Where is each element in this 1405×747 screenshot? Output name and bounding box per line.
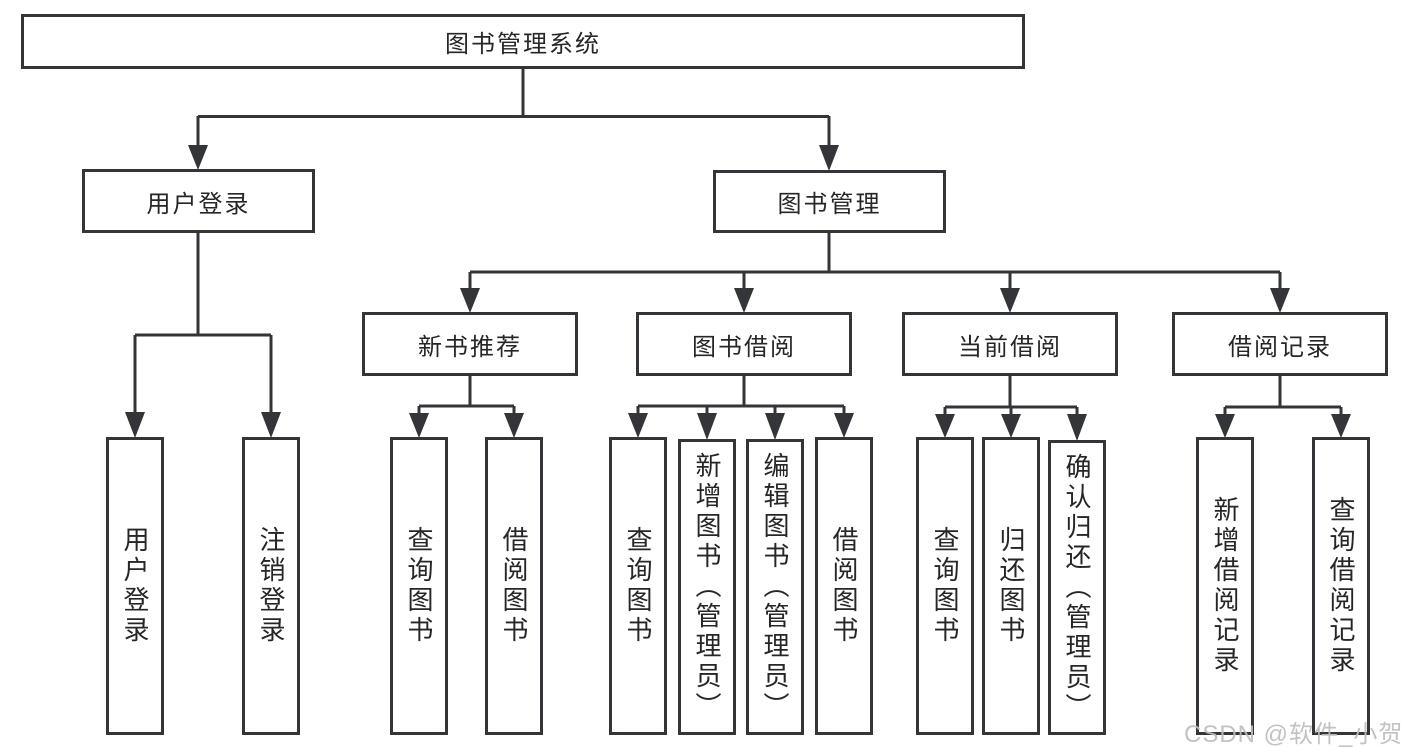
node-new-book-recommend: 新书推荐 xyxy=(362,312,578,376)
leaf-rec-borrow-books-label: 借阅图书 xyxy=(499,526,529,646)
node-book-management-label: 图书管理 xyxy=(777,191,882,218)
leaf-rec-borrow-books: 借阅图书 xyxy=(485,437,543,735)
leaf-cb-confirm-return-label: 确认归还（管理员） xyxy=(1062,452,1092,723)
leaf-br-query-record-label: 查询借阅记录 xyxy=(1326,496,1356,676)
leaf-user-login-label: 用户登录 xyxy=(120,526,150,646)
watermark-text: CSDN @软件_小贺同学 xyxy=(1184,721,1405,747)
node-borrowing-records-label: 借阅记录 xyxy=(1228,333,1332,361)
leaf-br-query-record: 查询借阅记录 xyxy=(1312,437,1370,735)
leaf-bb-add-books: 新增图书（管理员） xyxy=(678,439,736,735)
node-book-management: 图书管理 xyxy=(713,170,946,233)
leaf-cb-return-books: 归还图书 xyxy=(982,437,1040,735)
node-user-login: 用户登录 xyxy=(82,169,315,233)
node-borrowing-records: 借阅记录 xyxy=(1172,312,1388,376)
leaf-rec-query-books: 查询图书 xyxy=(390,437,448,735)
node-root-label: 图书管理系统 xyxy=(445,31,601,58)
leaf-user-login: 用户登录 xyxy=(106,437,164,735)
node-current-borrowing: 当前借阅 xyxy=(902,312,1118,376)
leaf-cb-query-books: 查询图书 xyxy=(916,437,974,735)
leaf-rec-query-books-label: 查询图书 xyxy=(404,526,434,646)
leaf-logout-label: 注销登录 xyxy=(256,526,286,646)
leaf-cb-confirm-return: 确认归还（管理员） xyxy=(1048,440,1106,735)
leaf-cb-return-books-label: 归还图书 xyxy=(996,526,1026,646)
leaf-bb-edit-books: 编辑图书（管理员） xyxy=(746,439,804,735)
leaf-br-add-record: 新增借阅记录 xyxy=(1196,437,1254,735)
leaf-bb-borrow-books-label: 借阅图书 xyxy=(829,526,859,646)
node-user-login-label: 用户登录 xyxy=(146,190,251,218)
leaf-cb-query-books-label: 查询图书 xyxy=(930,526,960,646)
leaf-bb-edit-books-label: 编辑图书（管理员） xyxy=(760,452,790,722)
node-new-book-recommend-label: 新书推荐 xyxy=(418,333,522,361)
node-current-borrowing-label: 当前借阅 xyxy=(958,333,1062,361)
leaf-bb-borrow-books: 借阅图书 xyxy=(815,437,873,735)
leaf-bb-add-books-label: 新增图书（管理员） xyxy=(692,452,722,722)
leaf-bb-query-books-label: 查询图书 xyxy=(623,526,653,646)
leaf-logout: 注销登录 xyxy=(242,437,300,735)
node-book-borrowing-label: 图书借阅 xyxy=(692,333,796,361)
leaf-bb-query-books: 查询图书 xyxy=(609,437,667,735)
node-book-borrowing: 图书借阅 xyxy=(636,312,852,376)
leaf-br-add-record-label: 新增借阅记录 xyxy=(1210,496,1240,676)
node-root: 图书管理系统 xyxy=(21,14,1025,69)
